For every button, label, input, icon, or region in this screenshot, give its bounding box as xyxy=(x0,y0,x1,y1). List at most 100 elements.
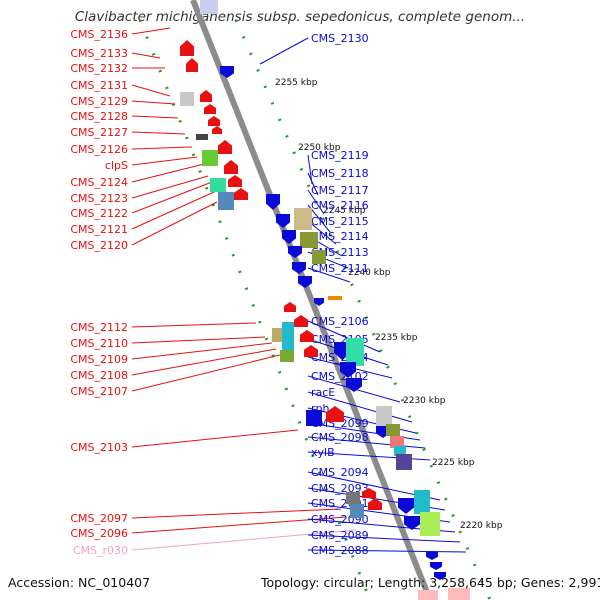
gene-block xyxy=(394,446,406,456)
gene-leader-line xyxy=(131,529,357,551)
reverse-gene-glyph xyxy=(300,330,314,342)
reverse-gene-glyph xyxy=(208,116,220,126)
gene-leader-line xyxy=(131,175,209,199)
gene-leader-line xyxy=(131,115,179,119)
gene-label-cms_2117: CMS_2117 xyxy=(311,184,369,197)
reverse-gene-glyph xyxy=(234,188,248,200)
gene-label-cms_2094: CMS_2094 xyxy=(311,466,369,479)
gene-block xyxy=(196,134,208,140)
forward-gene-glyph xyxy=(282,230,296,244)
reverse-gene-glyph xyxy=(228,175,242,187)
reverse-gene-glyph xyxy=(218,140,232,154)
gene-label-cms_2128: CMS_2128 xyxy=(70,110,128,123)
gene-label-cms_2129: CMS_2129 xyxy=(70,95,128,108)
reverse-gene-glyph xyxy=(224,160,238,174)
gene-block xyxy=(294,208,312,230)
gene-leader-line xyxy=(131,52,161,59)
gene-label-cms_2096: CMS_2096 xyxy=(70,527,128,540)
gene-label-cms_2114: CMS_2114 xyxy=(311,230,369,243)
gene-leader-line xyxy=(131,508,341,519)
gene-label-cms_2116: CMS_2116 xyxy=(311,199,369,212)
gene-leader-line xyxy=(307,391,413,423)
gene-leader-line xyxy=(307,534,461,543)
gene-leader-line xyxy=(131,201,218,246)
gene-label-cms_2089: CMS_2089 xyxy=(311,529,369,542)
gene-block xyxy=(300,232,318,248)
gene-label-cms_2110: CMS_2110 xyxy=(70,337,128,350)
gene-leader-line xyxy=(131,348,277,376)
reverse-gene-glyph xyxy=(326,406,344,422)
gene-leader-line xyxy=(259,37,309,65)
gene-label-cms_2132: CMS_2132 xyxy=(70,62,128,75)
gene-leader-line xyxy=(131,84,171,97)
gene-block xyxy=(346,492,360,504)
gene-label-cms_2127: CMS_2127 xyxy=(70,126,128,139)
gene-leader-line xyxy=(131,181,213,214)
forward-gene-glyph xyxy=(434,572,446,580)
gene-label-cms_2124: CMS_2124 xyxy=(70,176,128,189)
gene-label-cms_2126: CMS_2126 xyxy=(70,143,128,156)
gene-block xyxy=(328,296,342,300)
reverse-gene-glyph xyxy=(204,104,216,114)
forward-gene-glyph xyxy=(292,262,306,274)
gene-label-cms_2118: CMS_2118 xyxy=(311,167,369,180)
gene-label-cms_2088: CMS_2088 xyxy=(311,544,369,557)
forward-gene-glyph xyxy=(266,194,280,210)
reverse-gene-glyph xyxy=(186,58,198,72)
kbp-mark: 2255 kbp xyxy=(275,78,318,88)
gene-leader-line xyxy=(131,156,198,166)
gene-label-cms_2119: CMS_2119 xyxy=(311,149,369,162)
gene-block xyxy=(418,590,438,600)
gene-block xyxy=(376,406,392,426)
topology-text: Topology: circular; Length: 3,258,645 bp… xyxy=(261,575,600,590)
gene-label-cms_2130: CMS_2130 xyxy=(311,32,369,45)
gene-label-cms_2136: CMS_2136 xyxy=(70,28,128,41)
forward-gene-glyph xyxy=(430,562,442,570)
forward-gene-glyph xyxy=(298,276,312,288)
gene-label-cms_2103: CMS_2103 xyxy=(70,441,128,454)
gene-label-race: racE xyxy=(311,386,335,399)
gene-leader-line xyxy=(131,429,299,448)
gene-leader-line xyxy=(131,354,281,392)
gene-label-cms_2108: CMS_2108 xyxy=(70,369,128,382)
forward-gene-glyph xyxy=(276,214,290,228)
kbp-mark: 2230 kbp xyxy=(403,396,446,406)
forward-gene-glyph xyxy=(314,298,324,306)
kbp-mark: 2240 kbp xyxy=(348,268,391,278)
gene-label-cms_2131: CMS_2131 xyxy=(70,79,128,92)
gene-label-cms_2109: CMS_2109 xyxy=(70,353,128,366)
gene-label-cms_2112: CMS_2112 xyxy=(70,321,128,334)
gene-block xyxy=(420,512,440,536)
reverse-gene-glyph xyxy=(368,498,382,510)
gene-block xyxy=(386,424,400,436)
forward-gene-glyph xyxy=(404,516,420,530)
gene-leader-line xyxy=(307,189,325,215)
gene-leader-line xyxy=(307,320,381,353)
map-title: Clavibacter michiganensis subsp. sepedon… xyxy=(74,9,526,25)
accession-text: Accession: NC_010407 xyxy=(8,575,151,590)
gene-leader-line xyxy=(131,336,266,344)
gene-label-cms_2093: CMS_2093 xyxy=(311,482,369,495)
forward-gene-glyph xyxy=(340,362,356,378)
gene-label-cms_2107: CMS_2107 xyxy=(70,385,128,398)
gene-block xyxy=(312,250,326,264)
gene-label-cms_r030: CMS_r030 xyxy=(73,544,128,557)
gene-label-cms_2098: CMS_2098 xyxy=(311,431,369,444)
gene-block xyxy=(180,92,194,106)
genome-backbone xyxy=(190,0,433,600)
gene-leader-line xyxy=(131,100,176,105)
gene-label-cms_2120: CMS_2120 xyxy=(70,239,128,252)
gene-label-cms_2123: CMS_2123 xyxy=(70,192,128,205)
gene-leader-line xyxy=(131,191,215,230)
gene-label-cms_2097: CMS_2097 xyxy=(70,512,128,525)
gene-block xyxy=(280,350,294,362)
gene-block xyxy=(282,322,294,350)
gene-leader-line xyxy=(307,267,351,283)
forward-gene-glyph xyxy=(288,246,302,258)
gene-leader-line xyxy=(131,27,171,35)
reverse-gene-glyph xyxy=(212,126,222,134)
gene-block xyxy=(448,588,470,600)
gene-block xyxy=(396,454,412,470)
